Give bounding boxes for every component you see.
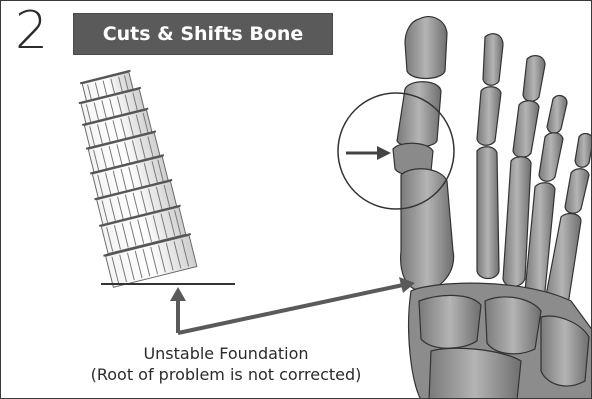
arrow-icon	[346, 146, 391, 160]
title-banner: Cuts & Shifts Bone	[73, 13, 333, 55]
connector-arrows	[170, 277, 415, 333]
caption-line-1: Unstable Foundation	[41, 343, 411, 364]
step-number: 2	[15, 1, 48, 61]
caption-line-2: (Root of problem is not corrected)	[41, 364, 411, 385]
caption: Unstable Foundation (Root of problem is …	[41, 343, 411, 385]
leaning-tower-illustration	[62, 66, 199, 288]
foot-skeleton-illustration	[393, 17, 592, 399]
